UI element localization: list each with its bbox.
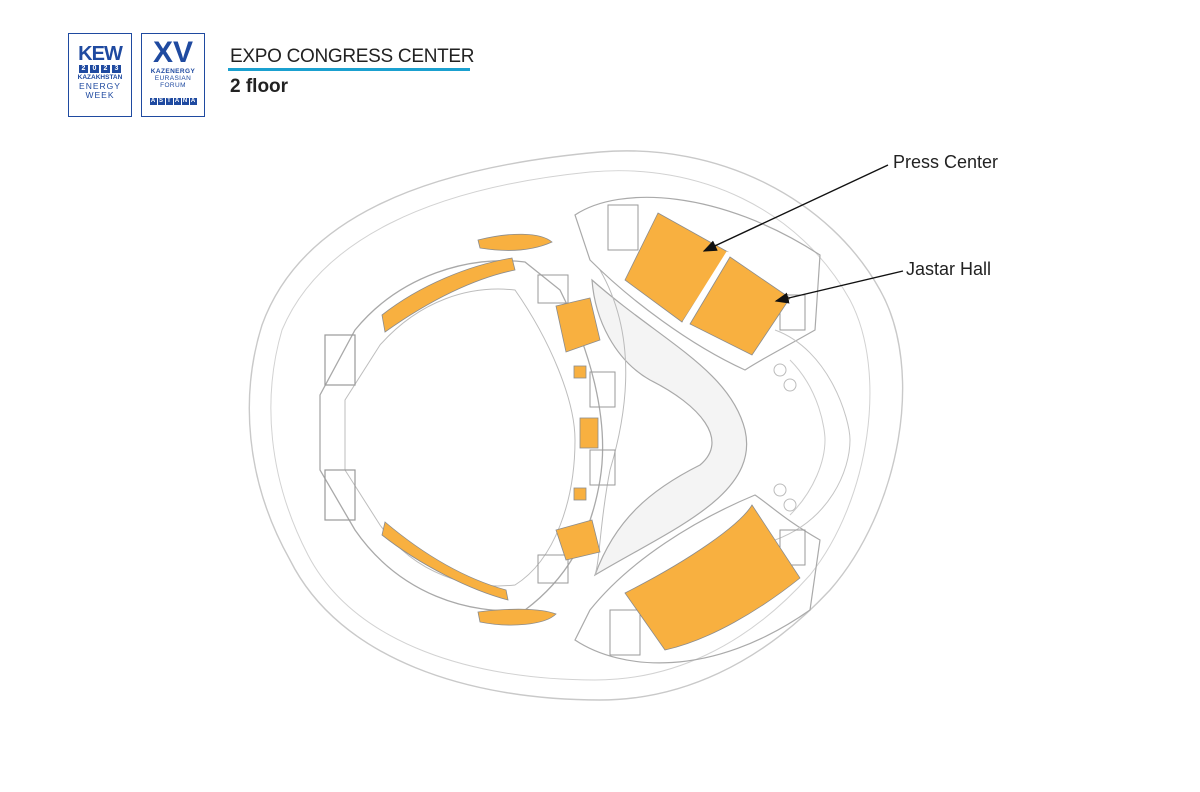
auditorium-inner-outline <box>344 288 576 587</box>
kew-logo-mark: KEW <box>78 43 123 65</box>
north-gallery <box>381 257 516 333</box>
title-underline <box>228 68 470 71</box>
south-gallery <box>381 521 509 601</box>
kew-logo-country: KAZAKHSTAN <box>77 74 123 81</box>
xv-city-letter: A <box>173 98 181 105</box>
southeast-hall <box>624 504 801 651</box>
press-center-hall <box>624 212 729 323</box>
kew-year-digit: 3 <box>112 65 121 73</box>
east-column <box>783 498 797 512</box>
ring-room <box>579 417 599 449</box>
service-room <box>537 274 569 304</box>
service-room <box>589 449 616 486</box>
ring-room <box>555 519 601 561</box>
south-balcony-strip <box>477 608 557 626</box>
kew-year-digit: 2 <box>79 65 88 73</box>
kew-year-digit: 0 <box>90 65 99 73</box>
xv-logo-numeral: XV <box>152 36 194 69</box>
xv-city-letter: T <box>165 98 173 105</box>
floor-label: 2 floor <box>230 76 289 97</box>
service-room <box>537 554 569 584</box>
xv-city-letter: A <box>189 98 197 105</box>
building-outer-shell <box>248 150 904 701</box>
service-room <box>609 609 641 656</box>
east-lobby-arc <box>774 329 851 541</box>
building-inner-shell <box>270 170 871 681</box>
north-balcony-strip <box>477 233 553 251</box>
east-column <box>773 483 787 497</box>
jastar-hall <box>689 256 791 356</box>
xv-forum-logo: XV KAZENERGY EURASIAN FORUM A S T A N A <box>141 33 205 117</box>
xv-city-letter: N <box>181 98 189 105</box>
stair-block <box>324 334 356 386</box>
jastar-hall-label: Jastar Hall <box>906 259 992 279</box>
xv-logo-city: A S T A N A <box>149 98 197 105</box>
xv-logo-kazenergy: KAZENERGY <box>150 68 196 75</box>
east-column <box>783 378 797 392</box>
service-room <box>589 371 616 408</box>
east-column <box>773 363 787 377</box>
xv-logo-eurasian: EURASIAN <box>154 75 192 82</box>
ne-wing-outline <box>574 196 821 371</box>
service-room <box>607 204 639 251</box>
kew-logo: KEW 2 0 2 3 KAZAKHSTAN ENERGY WEEK <box>68 33 132 117</box>
ring-room <box>555 297 601 353</box>
se-wing-outline <box>574 494 821 664</box>
highlighted-rooms <box>381 212 801 651</box>
xv-city-letter: S <box>157 98 165 105</box>
press-center-label: Press Center <box>893 152 999 172</box>
east-lobby-arc-inner <box>789 359 826 516</box>
kew-year-digit: 2 <box>101 65 110 73</box>
hall-divider <box>682 251 730 323</box>
central-corridor <box>591 278 748 577</box>
auditorium-outline <box>319 260 604 612</box>
xv-logo-forum: FORUM <box>160 82 186 89</box>
ring-room <box>573 365 587 379</box>
ring-room <box>573 487 587 501</box>
kew-logo-year: 2 0 2 3 <box>69 65 131 73</box>
press-center-pointer <box>702 164 889 252</box>
xv-city-letter: A <box>149 98 157 105</box>
jastar-hall-pointer <box>774 270 904 304</box>
kew-logo-week: WEEK <box>85 90 115 100</box>
stair-block <box>324 469 356 521</box>
page-title: EXPO CONGRESS CENTER <box>230 46 475 67</box>
kew-logo-energy: ENERGY <box>79 81 121 91</box>
